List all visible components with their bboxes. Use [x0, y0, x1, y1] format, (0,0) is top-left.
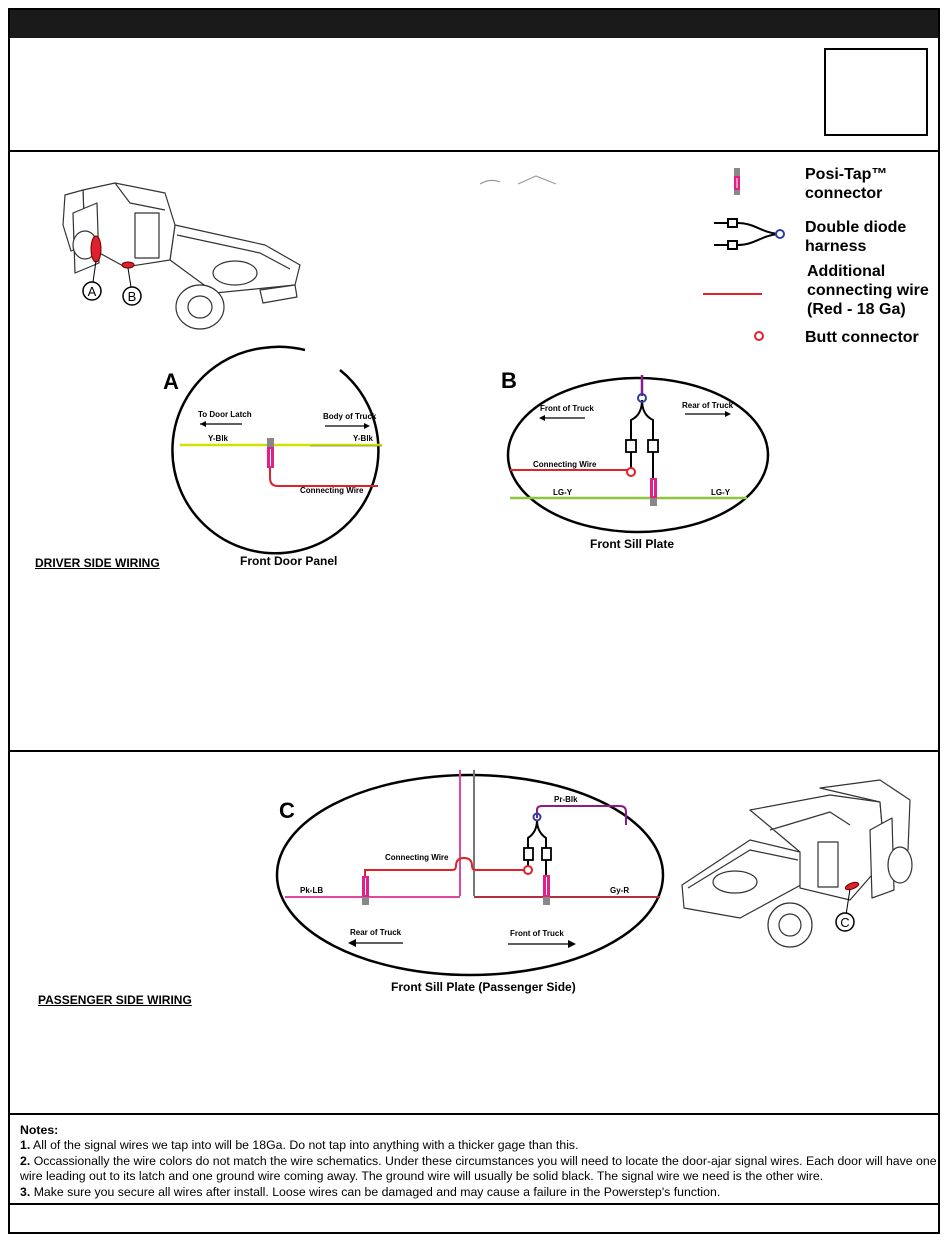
- driver-section-title: DRIVER SIDE WIRING: [35, 556, 160, 570]
- diagram-c-letter: C: [279, 798, 295, 823]
- decorative-mark: [479, 175, 557, 185]
- diagram-b-joint: [637, 393, 647, 403]
- divider-bottom: [8, 1203, 940, 1205]
- diagram-a-letter: A: [163, 369, 179, 394]
- diagram-a-caption: Front Door Panel: [240, 554, 338, 568]
- diagram-b: B Front of Truck Rear of Truck Connectin…: [501, 368, 770, 534]
- location-b-marker: [121, 261, 135, 269]
- diagram-a-connecting-label: Connecting Wire: [300, 486, 364, 495]
- diagram-b-letter: B: [501, 368, 517, 393]
- passenger-section-title: PASSENGER SIDE WIRING: [38, 993, 192, 1007]
- diagram-c-wire-left: Pk-LB: [300, 886, 323, 895]
- driver-truck-illustration: A B: [62, 182, 301, 330]
- legend-butt-connector: Butt connector: [805, 329, 919, 346]
- callout-a-label: A: [88, 284, 97, 299]
- legend-posi-tap: Posi-Tap™ connector: [805, 166, 888, 202]
- diagram-b-caption: Front Sill Plate: [590, 537, 675, 551]
- callout-b-label: B: [128, 289, 137, 304]
- callout-a-circle: [82, 281, 102, 301]
- legend-double-diode: Double diode harness: [805, 219, 907, 255]
- callout-c-label: C: [840, 915, 849, 930]
- legend-symbols: [703, 168, 785, 341]
- diagram-c-connecting-label: Connecting Wire: [385, 853, 449, 862]
- posi-tap-icon: [734, 168, 740, 195]
- notes-heading: Notes:: [20, 1123, 59, 1137]
- diagram-a: A To Door Latch Body of Truck Y-Blk Y-Bl…: [163, 345, 382, 555]
- diagram-a-posi-tap: [267, 438, 274, 468]
- diagram-b-right-direction: Rear of Truck: [682, 401, 734, 410]
- divider-middle: [8, 750, 940, 752]
- diagram-b-left-direction: Front of Truck: [540, 404, 594, 413]
- passenger-truck-illustration: C: [681, 779, 913, 948]
- diagram-a-right-direction: Body of Truck: [323, 412, 377, 421]
- diagram-a-wire-right: Y-Blk: [353, 434, 374, 443]
- double-diode-icon: [714, 218, 785, 250]
- note-item-1: 1. All of the signal wires we tap into w…: [20, 1138, 579, 1153]
- diagram-c-left-direction: Rear of Truck: [350, 928, 402, 937]
- logo-box: [824, 48, 928, 136]
- page-frame: [8, 8, 940, 1234]
- diagram-b-posi-tap: [650, 478, 657, 506]
- diagram-b-connecting-label: Connecting Wire: [533, 460, 597, 469]
- header-bar: [10, 10, 938, 38]
- callout-c-circle: [835, 912, 855, 932]
- diagram-c-butt-connector: [523, 865, 533, 875]
- legend-additional-wire: Additional connecting wire (Red - 18 Ga): [807, 263, 929, 318]
- diagram-c-top-wire: Pr-Blk: [554, 795, 578, 804]
- diagram-c-posi-tap-left: [362, 876, 369, 905]
- diagram-a-connecting-wire: [269, 468, 378, 487]
- divider-notes: [8, 1113, 940, 1115]
- diagram-b-butt-connector: [626, 467, 636, 477]
- diagram-c-caption: Front Sill Plate (Passenger Side): [391, 980, 576, 994]
- diagram-c-purple-wire: [536, 805, 627, 825]
- divider-top: [8, 150, 940, 152]
- diagram-b-wire-right: LG-Y: [711, 488, 731, 497]
- diagram-c-right-direction: Front of Truck: [510, 929, 564, 938]
- location-a-marker: [90, 235, 102, 263]
- note-item-3: 3. Make sure you secure all wires after …: [20, 1184, 721, 1199]
- diagram-a-wire-left: Y-Blk: [208, 434, 229, 443]
- diagram-c-connecting-wire: [364, 856, 524, 880]
- diagram-c: C Pk-LB Gy-R Pr-Blk Connecting Wire Rear…: [275, 770, 665, 977]
- diagram-c-posi-tap-right: [543, 875, 550, 905]
- diagram-c-joint: [532, 812, 542, 822]
- callout-b-circle: [122, 286, 142, 306]
- diagram-a-left-direction: To Door Latch: [198, 410, 252, 419]
- diagram-b-wire-left: LG-Y: [553, 488, 573, 497]
- notes-section: Notes: 1. All of the signal wires we tap…: [20, 1123, 940, 1200]
- butt-connector-icon: [754, 331, 764, 341]
- diagram-c-wire-right: Gy-R: [610, 886, 629, 895]
- location-c-marker: [844, 881, 860, 891]
- note-item-2: 2. Occassionally the wire colors do not …: [20, 1153, 937, 1184]
